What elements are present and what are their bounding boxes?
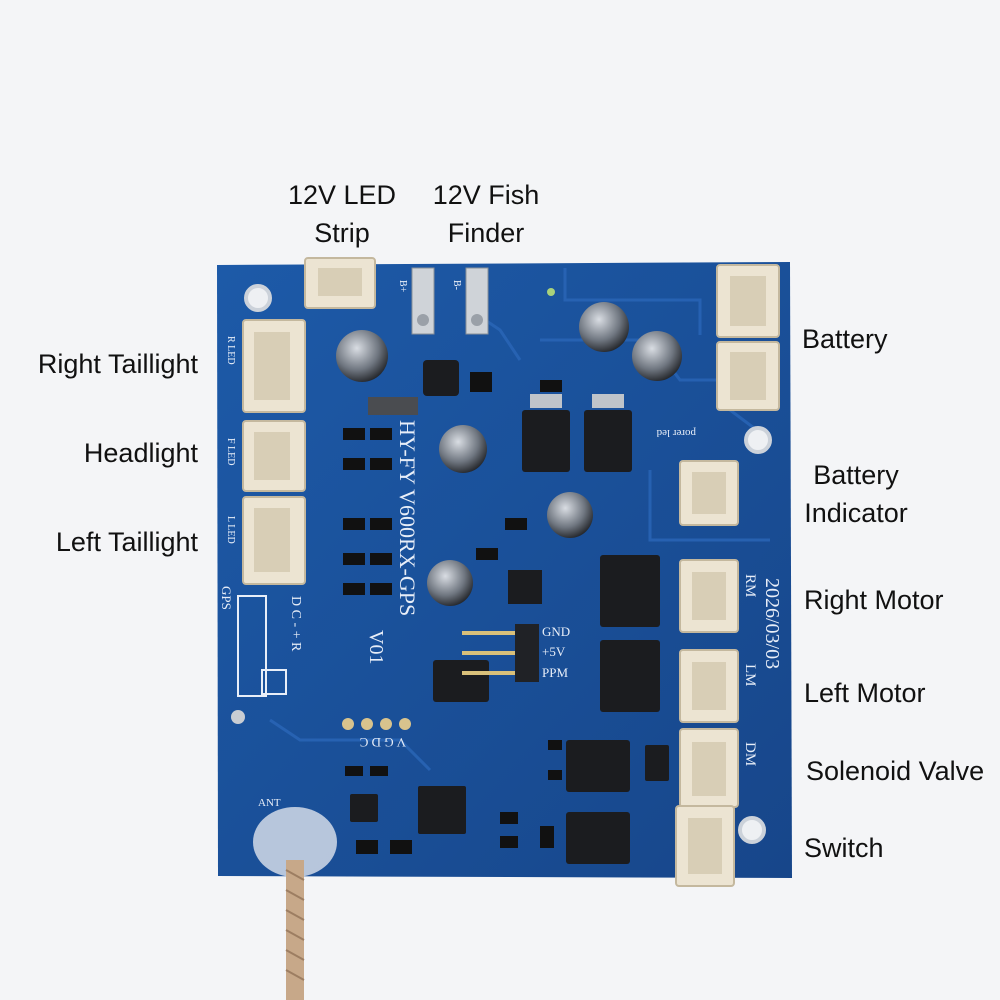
label-led-strip: 12V LED Strip (282, 176, 402, 252)
mounting-holes (231, 284, 772, 844)
silk-power-led: porer led (656, 427, 696, 439)
silk-date: 2026/03/03 (761, 578, 783, 669)
fish-finder-terminals (411, 267, 489, 335)
label-switch: Switch (804, 833, 884, 863)
silk-lm: LM (742, 664, 758, 687)
silk-5v: +5V (542, 644, 566, 659)
silk-b-minus: B- (451, 280, 462, 290)
silk-ant: ANT (258, 797, 281, 809)
silk-b-plus: B+ (397, 280, 408, 293)
silk-ppm: PPM (542, 665, 568, 680)
label-battery-indicator-line1: Battery (813, 460, 899, 490)
silk-gnd: GND (542, 624, 570, 639)
silk-cdgv: V G D C (360, 735, 406, 750)
label-left-taillight: Left Taillight (55, 527, 198, 557)
connector-slots (254, 268, 766, 874)
label-fish-finder: 12V Fish Finder (424, 176, 548, 252)
label-fish-finder-line2: Finder (447, 218, 525, 248)
silk-l-led: L LED (225, 516, 236, 544)
silk-version: V01 (365, 630, 387, 664)
smd-components (343, 372, 562, 854)
silk-r-led: R LED (225, 336, 236, 365)
gps-pads (237, 595, 287, 697)
silk-model: HY-FY V600RX-GPS (395, 420, 420, 616)
label-left-motor: Left Motor (804, 678, 926, 708)
label-headlight: Headlight (83, 438, 198, 468)
label-right-taillight: Right Taillight (37, 349, 198, 379)
label-right-motor: Right Motor (804, 585, 944, 615)
silk-gps: GPS (219, 586, 234, 610)
chips (350, 360, 669, 864)
silk-dc: D C - + R (288, 596, 303, 652)
label-battery-indicator-line2: Indicator (804, 498, 908, 528)
pcb (217, 262, 792, 878)
label-led-strip-line1: 12V LED (287, 180, 397, 210)
capacitors (336, 302, 682, 606)
antenna (253, 807, 337, 1000)
label-battery-indicator: Battery Indicator (796, 456, 916, 532)
solder-pads (342, 718, 411, 730)
label-solenoid-valve: Solenoid Valve (806, 756, 985, 786)
label-battery: Battery (802, 324, 888, 354)
silk-f-led: F LED (225, 438, 236, 466)
silk-dm: DM (742, 742, 758, 766)
label-led-strip-line2: Strip (314, 218, 370, 248)
status-led (547, 288, 555, 296)
silk-rm: RM (742, 574, 758, 597)
label-fish-finder-line1: 12V Fish (432, 180, 540, 210)
pin-header-base (515, 624, 539, 682)
